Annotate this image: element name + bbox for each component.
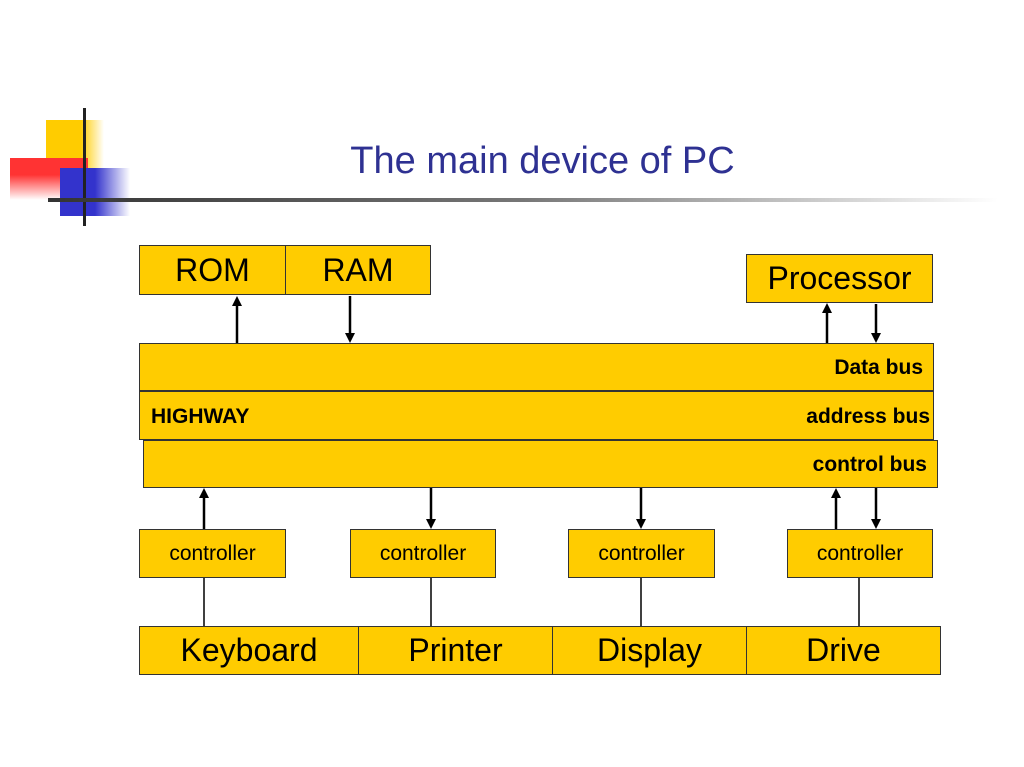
highway-label: HIGHWAY	[151, 405, 250, 428]
rom-box: ROM	[139, 245, 286, 295]
data-bus-label: Data bus	[834, 356, 923, 379]
deco-vertical-line	[83, 108, 86, 226]
drive-box: Drive	[746, 626, 941, 675]
control-bus: control bus	[143, 440, 938, 488]
printer-box: Printer	[358, 626, 553, 675]
printer-controller: controller	[350, 529, 496, 578]
data-bus: Data bus	[139, 343, 934, 391]
address-bus-label: address bus	[806, 405, 930, 428]
page-title: The main device of PC	[350, 140, 735, 182]
deco-horizontal-line	[48, 198, 998, 202]
keyboard-controller: controller	[139, 529, 286, 578]
display-controller: controller	[568, 529, 715, 578]
processor-box: Processor	[746, 254, 933, 303]
keyboard-box: Keyboard	[139, 626, 359, 675]
drive-controller: controller	[787, 529, 933, 578]
deco-blue-square	[60, 168, 130, 216]
control-bus-label: control bus	[812, 453, 927, 476]
corner-decoration	[0, 100, 998, 230]
display-box: Display	[552, 626, 747, 675]
ram-box: RAM	[285, 245, 431, 295]
address-bus: HIGHWAY address bus	[139, 391, 934, 440]
